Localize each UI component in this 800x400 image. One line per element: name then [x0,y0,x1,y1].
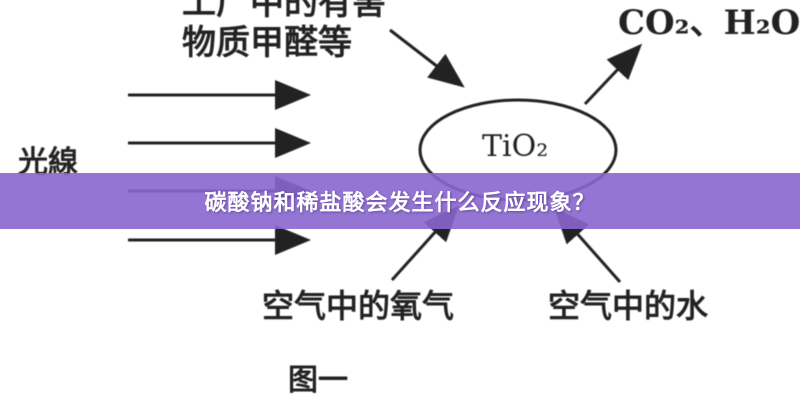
water-label: 空气中的水 [548,287,709,325]
products-label: CO₂、H₂O [618,3,800,43]
question-banner[interactable]: 碳酸钠和稀盐酸会发生什么反应现象？ [0,173,800,229]
question-text[interactable]: 碳酸钠和稀盐酸会发生什么反应现象？ [204,191,596,216]
pollutant-label-line1: 工厂中的有害 [182,0,386,23]
pollutant-label-line2: 物质甲醛等 [182,23,352,63]
light-label: 光線 [18,145,78,180]
oxygen-label: 空气中的氧气 [262,287,455,325]
figure-caption: 图一 [288,363,348,398]
product-arrow [583,43,643,106]
catalyst-label: TiO₂ [482,129,549,164]
pollutant-arrow [389,28,465,88]
